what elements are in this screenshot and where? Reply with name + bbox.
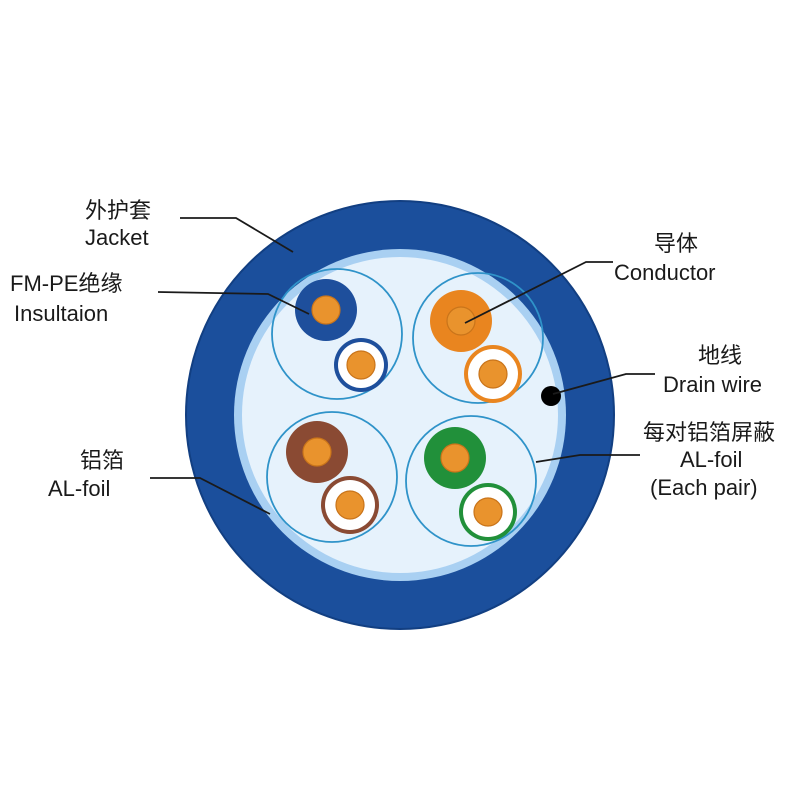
- conductor: [311, 295, 341, 325]
- pair-foil-label-zh: 每对铝箔屏蔽: [643, 420, 775, 445]
- leader-conductor: [464, 261, 613, 324]
- al-foil-label-zh: 铝箔: [80, 448, 124, 473]
- conductor: [302, 437, 332, 467]
- leader-lines: [150, 217, 655, 515]
- conductor: [346, 350, 376, 380]
- wires: [286, 279, 522, 541]
- conductor: [446, 306, 476, 336]
- al-foil-label-en: AL-foil: [48, 476, 110, 501]
- insulation-label-zh: FM-PE绝缘: [10, 271, 122, 296]
- pair-shield-bottom-right: [405, 415, 537, 547]
- labels: 外护套 Jacket FM-PE绝缘 Insultaion 铝箔 AL-foil…: [10, 198, 775, 501]
- pair-shield-top-left: [271, 268, 403, 400]
- conductor: [440, 443, 470, 473]
- leader-jacket: [180, 217, 294, 253]
- drain-wire-label-zh: 地线: [698, 343, 742, 368]
- drain-wire-label-en: Drain wire: [663, 372, 762, 397]
- insulation-label-en: Insultaion: [14, 301, 108, 326]
- leader-insulation: [157, 291, 310, 315]
- pair-shield-bottom-left: [266, 411, 398, 543]
- conductor-label-zh: 导体: [654, 231, 698, 256]
- pair-foil-label-en: AL-foil: [680, 447, 742, 472]
- pair-foil-label-en2: (Each pair): [650, 475, 758, 500]
- jacket-label-zh: 外护套: [85, 198, 151, 223]
- conductor-label-en: Conductor: [614, 260, 716, 285]
- drain-wire-dot: [541, 386, 561, 406]
- leader-pair-foil: [535, 454, 640, 463]
- conductor: [335, 490, 365, 520]
- jacket-label-en: Jacket: [85, 225, 149, 250]
- conductor: [478, 359, 508, 389]
- pair-shields: [266, 268, 544, 547]
- leader-al-foil: [150, 477, 271, 515]
- leader-drain-wire: [552, 373, 655, 395]
- pair-shield-top-right: [412, 272, 544, 404]
- conductor: [473, 497, 503, 527]
